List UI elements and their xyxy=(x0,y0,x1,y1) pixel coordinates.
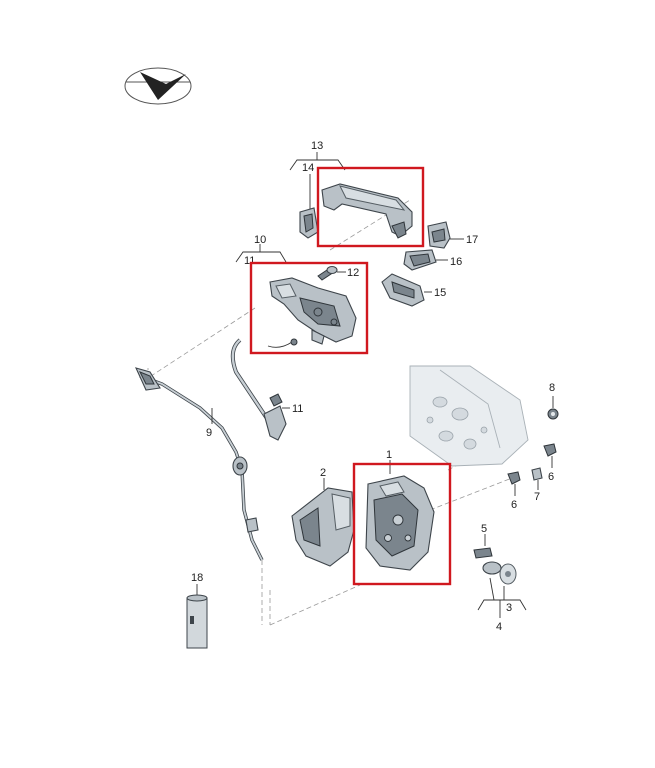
callout-5: 5 xyxy=(481,523,487,535)
part-4-group: 3 4 xyxy=(477,577,527,633)
highlight-door-lock xyxy=(352,462,452,586)
part-9-cable: 9 xyxy=(135,367,264,561)
part-16-gasket: 16 xyxy=(403,249,462,271)
door-panel-background xyxy=(409,365,529,467)
part-12-screw: 12 xyxy=(317,265,359,281)
part-13-group: 13 14 xyxy=(289,140,346,212)
part-10-carrier xyxy=(269,277,357,345)
part-2-cover: 2 xyxy=(291,467,355,567)
part-18-tube: 18 xyxy=(186,572,208,649)
part-6-clips: 6 6 xyxy=(507,443,557,511)
callout-8: 8 xyxy=(549,382,555,394)
callout-12: 12 xyxy=(347,267,359,279)
callout-11: 11 xyxy=(292,403,303,415)
highlight-lock-carrier xyxy=(249,261,369,355)
callout-18: 18 xyxy=(191,572,203,584)
part-10-group: 10 11 xyxy=(235,234,287,267)
callout-2: 2 xyxy=(320,467,326,479)
callout-15: 15 xyxy=(434,287,446,299)
part-3-washers xyxy=(482,561,517,585)
callout-6a: 6 xyxy=(548,471,554,483)
part-17-cover: 17 xyxy=(427,221,478,249)
callout-3: 3 xyxy=(506,602,512,614)
part-14-end-cap xyxy=(299,207,319,239)
callout-16: 16 xyxy=(450,256,462,268)
callout-7: 7 xyxy=(534,491,540,503)
part-8-nut: 8 xyxy=(547,382,559,420)
callout-4: 4 xyxy=(496,621,502,633)
highlight-outer-handle xyxy=(316,166,425,248)
brand-logo xyxy=(124,67,192,105)
part-13-outer-handle xyxy=(321,183,413,239)
callout-17: 17 xyxy=(466,234,478,246)
callout-9: 9 xyxy=(206,427,212,439)
callout-13: 13 xyxy=(311,140,323,152)
part-5-bolt: 5 xyxy=(473,523,493,559)
part-15-frame: 15 xyxy=(381,273,446,307)
callout-14: 14 xyxy=(302,162,314,174)
part-1-door-lock: 1 xyxy=(365,449,435,571)
callout-1: 1 xyxy=(386,449,392,461)
callout-10: 10 xyxy=(254,234,266,246)
callout-6b: 6 xyxy=(511,499,517,511)
part-7-screw: 7 xyxy=(531,467,543,503)
callout-11-top: 11 xyxy=(244,255,255,267)
part-11-cable: 11 xyxy=(230,338,303,441)
carrier-wire xyxy=(267,338,298,348)
